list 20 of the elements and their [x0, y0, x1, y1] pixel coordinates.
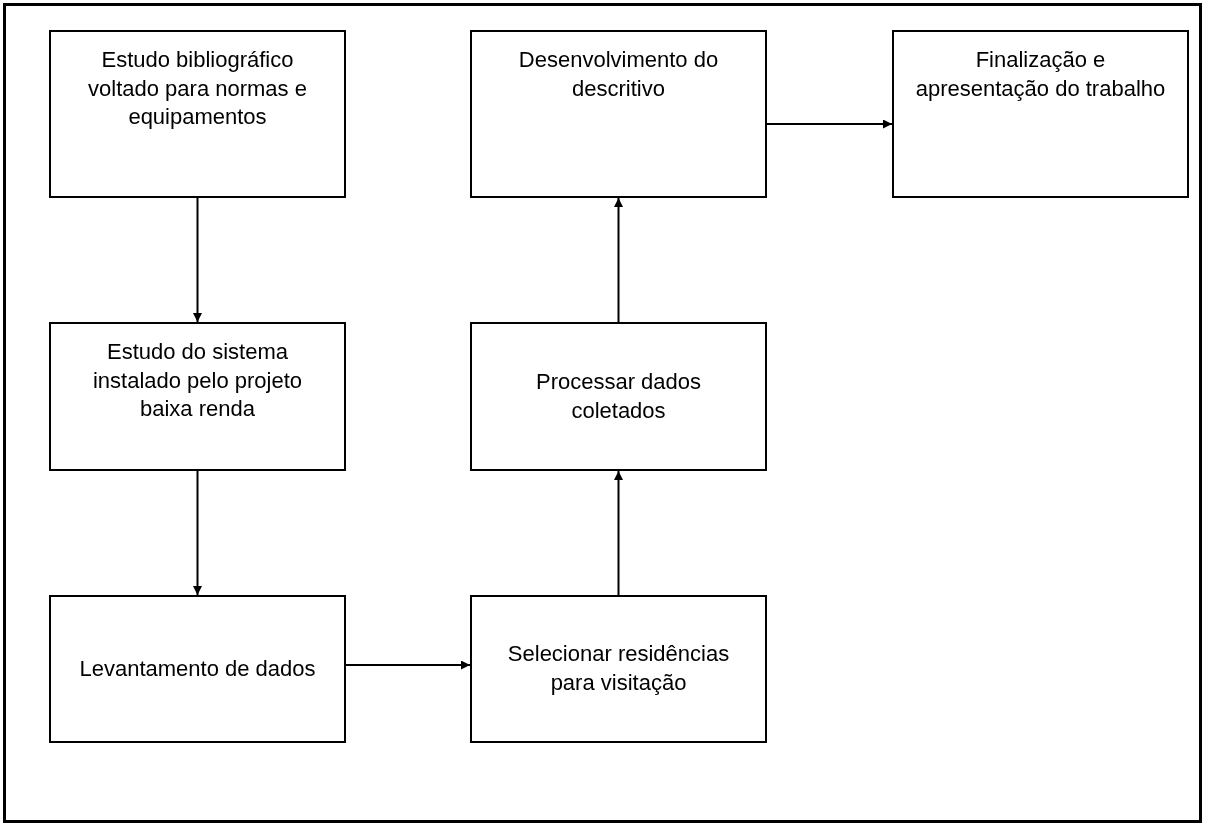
box-label: Levantamento de dados	[79, 654, 316, 683]
box-label: Estudo bibliográfico voltado para normas e equipamentos	[87, 46, 308, 132]
process-box	[49, 595, 346, 743]
process-box	[470, 595, 767, 743]
arrow	[193, 197, 202, 323]
arrow	[614, 470, 623, 596]
box-label: Desenvolvimento do descritivo	[517, 46, 720, 103]
arrow	[345, 660, 471, 670]
process-box	[470, 30, 767, 198]
arrow	[766, 119, 893, 129]
box-label: Finalização e apresentação do trabalho	[914, 46, 1167, 103]
process-box	[470, 322, 767, 471]
process-box	[49, 30, 346, 198]
box-label: Estudo do sistema instalado pelo projeto baixa renda	[91, 338, 304, 424]
process-box	[892, 30, 1189, 198]
box-label: Selecionar residências para visitação	[506, 640, 731, 697]
box-label: Processar dados coletados	[534, 367, 703, 425]
arrow	[193, 470, 202, 596]
arrow	[614, 197, 623, 323]
process-box	[49, 322, 346, 471]
